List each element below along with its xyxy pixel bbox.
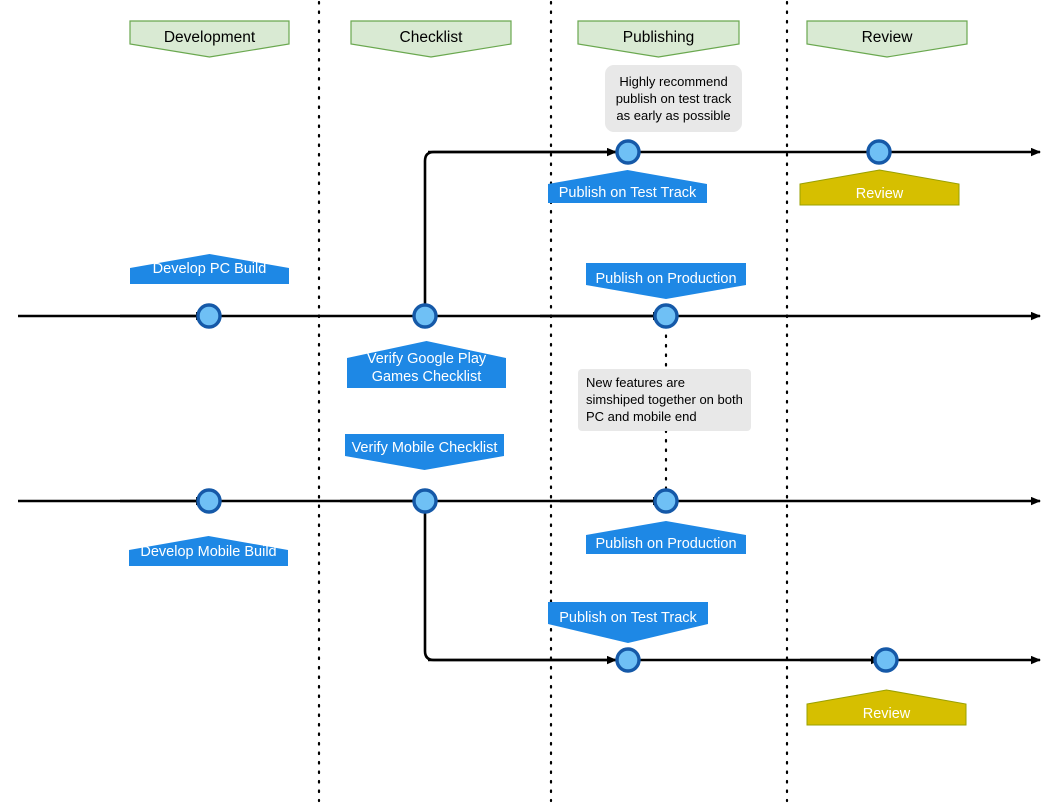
branch-pc-to-test-track (423, 147, 617, 316)
lane-dividers (317, 0, 789, 803)
milestone-publish-on-production-pc-shape[interactable] (586, 263, 746, 299)
node-publish-on-production-pc[interactable] (653, 303, 679, 329)
milestone-publish-on-test-track-pc-shape[interactable] (548, 170, 707, 203)
note-simship: New features are simshiped together on b… (578, 369, 751, 431)
lane-header-development: Development (129, 20, 290, 58)
milestone-review-pc[interactable]: Review (799, 169, 960, 206)
node-verify-mobile-checklist[interactable] (412, 488, 438, 514)
lane-header-checklist-shape (350, 20, 512, 58)
lane-header-publishing: Publishing (577, 20, 740, 58)
node-review-pc[interactable] (866, 139, 892, 165)
lane-header-review-shape (806, 20, 968, 58)
milestone-publish-on-test-track-mobile-shape[interactable] (548, 602, 708, 643)
milestone-review-mobile-shape[interactable] (806, 689, 967, 726)
milestone-develop-mobile-build[interactable]: Develop Mobile Build (129, 536, 288, 566)
node-publish-on-production-mobile[interactable] (653, 488, 679, 514)
lane-header-checklist: Checklist (350, 20, 512, 58)
milestone-review-pc-shape[interactable] (799, 169, 960, 206)
branch-mobile-to-test-track (423, 501, 617, 665)
milestone-publish-on-test-track-pc[interactable]: Publish on Test Track (548, 170, 707, 203)
timeline-nodes (196, 139, 899, 673)
milestone-develop-pc-build[interactable]: Develop PC Build (130, 254, 289, 284)
node-publish-on-test-track-pc[interactable] (615, 139, 641, 165)
note-test-track: Highly recommend publish on test track a… (605, 65, 742, 132)
milestone-publish-on-test-track-mobile[interactable]: Publish on Test Track (548, 602, 708, 643)
note-test-track-box (605, 65, 742, 132)
milestone-publish-on-production-mobile-shape[interactable] (586, 521, 746, 554)
timeline-test-track-mobile (423, 501, 1041, 665)
node-review-mobile[interactable] (873, 647, 899, 673)
node-develop-pc-build[interactable] (196, 303, 222, 329)
milestone-develop-mobile-build-shape[interactable] (129, 536, 288, 566)
milestone-verify-mobile-checklist[interactable]: Verify Mobile Checklist (345, 434, 504, 470)
lane-header-publishing-shape (577, 20, 740, 58)
milestone-verify-google-play-games-checklist-shape[interactable] (347, 341, 506, 388)
milestone-publish-on-production-mobile[interactable]: Publish on Production (586, 521, 746, 554)
node-develop-mobile-build[interactable] (196, 488, 222, 514)
milestone-develop-pc-build-shape[interactable] (130, 254, 289, 284)
lane-header-review: Review (806, 20, 968, 58)
milestone-verify-google-play-games-checklist[interactable]: Verify Google Play Games Checklist (347, 341, 506, 388)
node-publish-on-test-track-mobile[interactable] (615, 647, 641, 673)
milestone-verify-mobile-checklist-shape[interactable] (345, 434, 504, 470)
milestone-publish-on-production-pc[interactable]: Publish on Production (586, 263, 746, 299)
milestone-review-mobile[interactable]: Review (806, 689, 967, 726)
timeline-test-track-pc (423, 147, 1041, 316)
node-verify-google-play-games-checklist[interactable] (412, 303, 438, 329)
note-simship-box (578, 369, 751, 431)
lane-header-development-shape (129, 20, 290, 58)
